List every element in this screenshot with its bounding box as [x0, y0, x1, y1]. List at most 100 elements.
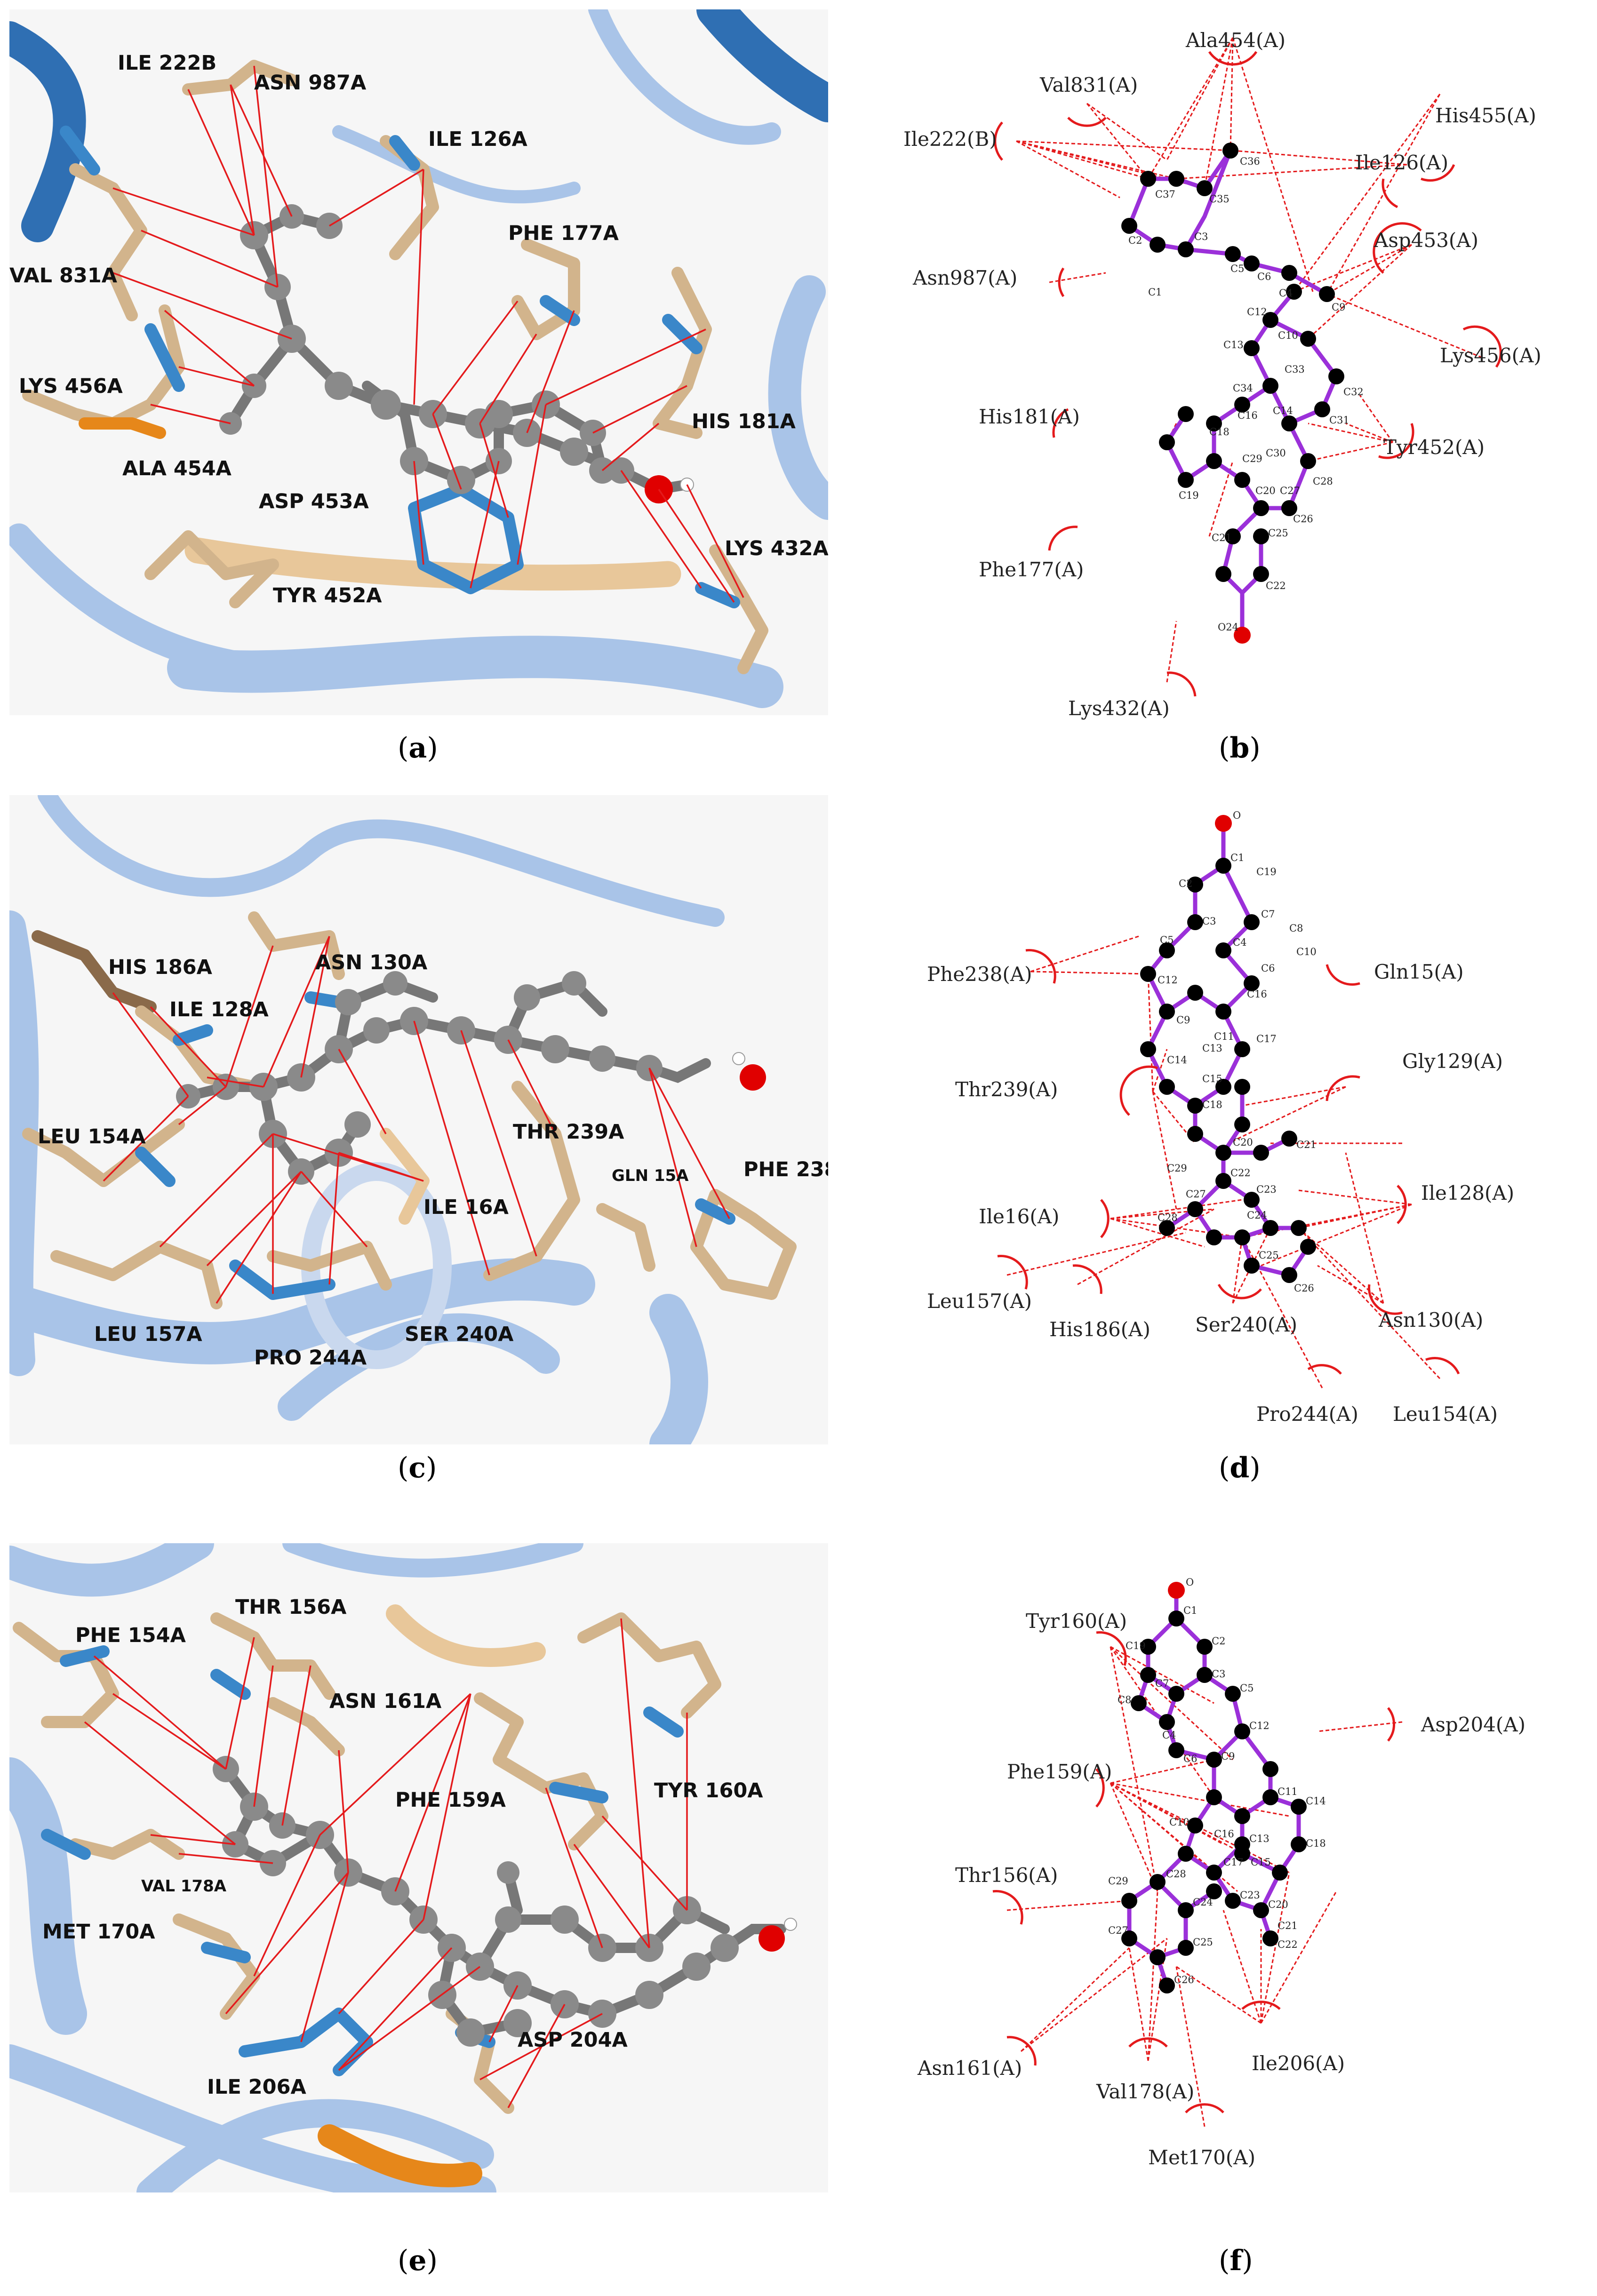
atom-label: C19 — [1126, 1640, 1146, 1651]
atom-label: C29 — [1167, 1163, 1187, 1174]
residue-label: His181(A) — [979, 405, 1080, 428]
panel-label-c: (c) — [398, 1451, 437, 1484]
residue-labels-e: THR 156A PHE 154A ASN 161A PHE 159A TYR … — [42, 1595, 763, 2099]
atom-label: C14 — [1167, 1054, 1187, 1066]
atom-label: C7 — [1155, 1678, 1169, 1689]
residue-label: TYR 452A — [273, 584, 382, 607]
atom-label: C2 — [1128, 235, 1142, 246]
atom-label: C10 — [1278, 330, 1298, 341]
residue-label: LEU 154A — [38, 1125, 146, 1148]
residue-label: ASP 204A — [518, 2028, 628, 2052]
atom-label: C13 — [1223, 339, 1244, 351]
atom-label: C17 — [1223, 1857, 1244, 1868]
residue-label: HIS 186A — [108, 956, 213, 979]
residue-label: Pro244(A) — [1256, 1403, 1358, 1426]
residue-label: Thr239(A) — [955, 1078, 1058, 1101]
atom-label: C20 — [1233, 1137, 1253, 1148]
atom-label: C35 — [1209, 193, 1230, 205]
residue-label: Tyr452(A) — [1383, 436, 1485, 459]
atom-label: C5 — [1160, 934, 1174, 946]
atom-label: C8 — [1118, 1694, 1131, 1706]
atom-label: C14 — [1306, 1795, 1326, 1807]
atom-label: C28 — [1166, 1868, 1186, 1880]
atom-label: C25 — [1193, 1937, 1213, 1948]
atom-label: C21 — [1278, 1920, 1298, 1931]
residue-label: Tyr160(A) — [1026, 1610, 1127, 1633]
panel-b-2d-diagram: Ala454(A) Val831(A) Ile222(B) His455(A) … — [885, 9, 1581, 734]
atom-label: C21 — [1212, 532, 1232, 543]
residue-label: LEU 157A — [94, 1323, 202, 1346]
interaction-lines — [84, 1618, 688, 2108]
atom-label: C4 — [1162, 1730, 1176, 1741]
atom-label: C31 — [1329, 415, 1349, 426]
atom-label: C9 — [1332, 302, 1345, 313]
interaction-lines — [103, 936, 730, 1304]
atom-label: C3 — [1212, 1668, 1225, 1680]
residue-labels-a: ILE 222B ASN 987A ILE 126A PHE 177A VAL … — [9, 51, 828, 607]
residue-label: Ser240(A) — [1195, 1313, 1297, 1336]
atom-label: C22 — [1230, 1167, 1251, 1179]
atom-label: C16 — [1214, 1828, 1234, 1840]
residue-label: Ile128(A) — [1421, 1181, 1514, 1204]
atom-label: C32 — [1343, 386, 1364, 398]
residue-label: PHE 177A — [508, 222, 619, 245]
residue-labels-f: Tyr160(A) Asp204(A) Phe159(A) Thr156(A) … — [917, 1610, 1525, 2169]
atom-labels-d: O C1 C19 C2 C7 C8 C3 C5 C4 C6 C12 C10 C9… — [1158, 810, 1317, 1294]
atom-label: C30 — [1266, 447, 1286, 459]
atom-label: C16 — [1247, 989, 1267, 1000]
atom-label: C3 — [1194, 231, 1208, 242]
atom-label: C11 — [1278, 1786, 1298, 1797]
residue-label: His186(A) — [1049, 1318, 1150, 1341]
residue-label: ASN 161A — [329, 1690, 442, 1713]
residue-label: Asp453(A) — [1373, 229, 1478, 252]
atom-label: C4 — [1279, 287, 1293, 299]
atom-label: C2 — [1179, 878, 1192, 889]
residue-label: SER 240A — [405, 1323, 514, 1346]
atom-label: C20 — [1268, 1899, 1288, 1910]
residue-label: Ile206(A) — [1252, 2052, 1345, 2075]
residue-label: Met170(A) — [1148, 2146, 1255, 2169]
residue-label: Ile126(A) — [1355, 151, 1448, 174]
atom-label: C13 — [1202, 1043, 1222, 1054]
residue-label: ASN 130A — [315, 951, 428, 974]
atom-label: C26 — [1293, 513, 1313, 525]
atom-labels-b: C36 C37 C35 C2 C3 C1 C5 C6 C4 C9 C12 C10… — [1128, 156, 1364, 633]
interaction-lines — [112, 65, 744, 603]
atom-label: C19 — [1256, 866, 1277, 877]
atom-label: C22 — [1266, 580, 1286, 591]
residue-label: LYS 456A — [19, 375, 123, 398]
atom-label: C18 — [1209, 426, 1230, 438]
residue-label: Leu157(A) — [927, 1290, 1032, 1313]
atom-label: C6 — [1183, 1753, 1197, 1764]
residue-label: ILE 16A — [423, 1196, 509, 1219]
atom-label: C9 — [1221, 1751, 1235, 1762]
residue-label: Ala454(A) — [1185, 29, 1286, 52]
atom-label: C28 — [1158, 1212, 1178, 1223]
residue-labels-c: HIS 186A ASN 130A ILE 128A LEU 154A THR … — [38, 951, 828, 1370]
panel-d-2d-diagram: Phe238(A) Gln15(A) Thr239(A) Gly129(A) I… — [885, 795, 1581, 1454]
residue-label: Gly129(A) — [1402, 1050, 1503, 1073]
residue-label: HIS 181A — [692, 410, 796, 433]
atom-label: C17 — [1256, 1033, 1277, 1044]
residue-label: Val178(A) — [1096, 2080, 1194, 2103]
residue-label: TYR 160A — [654, 1779, 763, 1802]
residue-label: Phe238(A) — [927, 963, 1032, 986]
ligand-bonds-d — [1146, 823, 1310, 1277]
atom-label: C27 — [1280, 485, 1300, 496]
atom-label: C18 — [1202, 1099, 1222, 1110]
atom-label: C26 — [1294, 1283, 1314, 1294]
atom-label: C14 — [1273, 405, 1293, 416]
residue-label: PHE 154A — [75, 1624, 186, 1647]
residue-label: ILE 222B — [118, 51, 216, 75]
residue-label: Ile222(B) — [903, 128, 997, 151]
atom-label: C8 — [1289, 923, 1303, 934]
atom-label: C3 — [1202, 916, 1216, 927]
panel-label-d: (d) — [1219, 1451, 1261, 1484]
protein-ribbons — [9, 1543, 583, 2192]
atom-label: C1 — [1230, 852, 1244, 863]
atom-label: C29 — [1108, 1875, 1128, 1887]
residue-label: Thr156(A) — [955, 1864, 1058, 1887]
panel-f-2d-diagram: Tyr160(A) Asp204(A) Phe159(A) Thr156(A) … — [885, 1553, 1581, 2211]
ligand-atoms-b — [1121, 143, 1344, 644]
residue-label: LYS 432A — [725, 537, 828, 560]
